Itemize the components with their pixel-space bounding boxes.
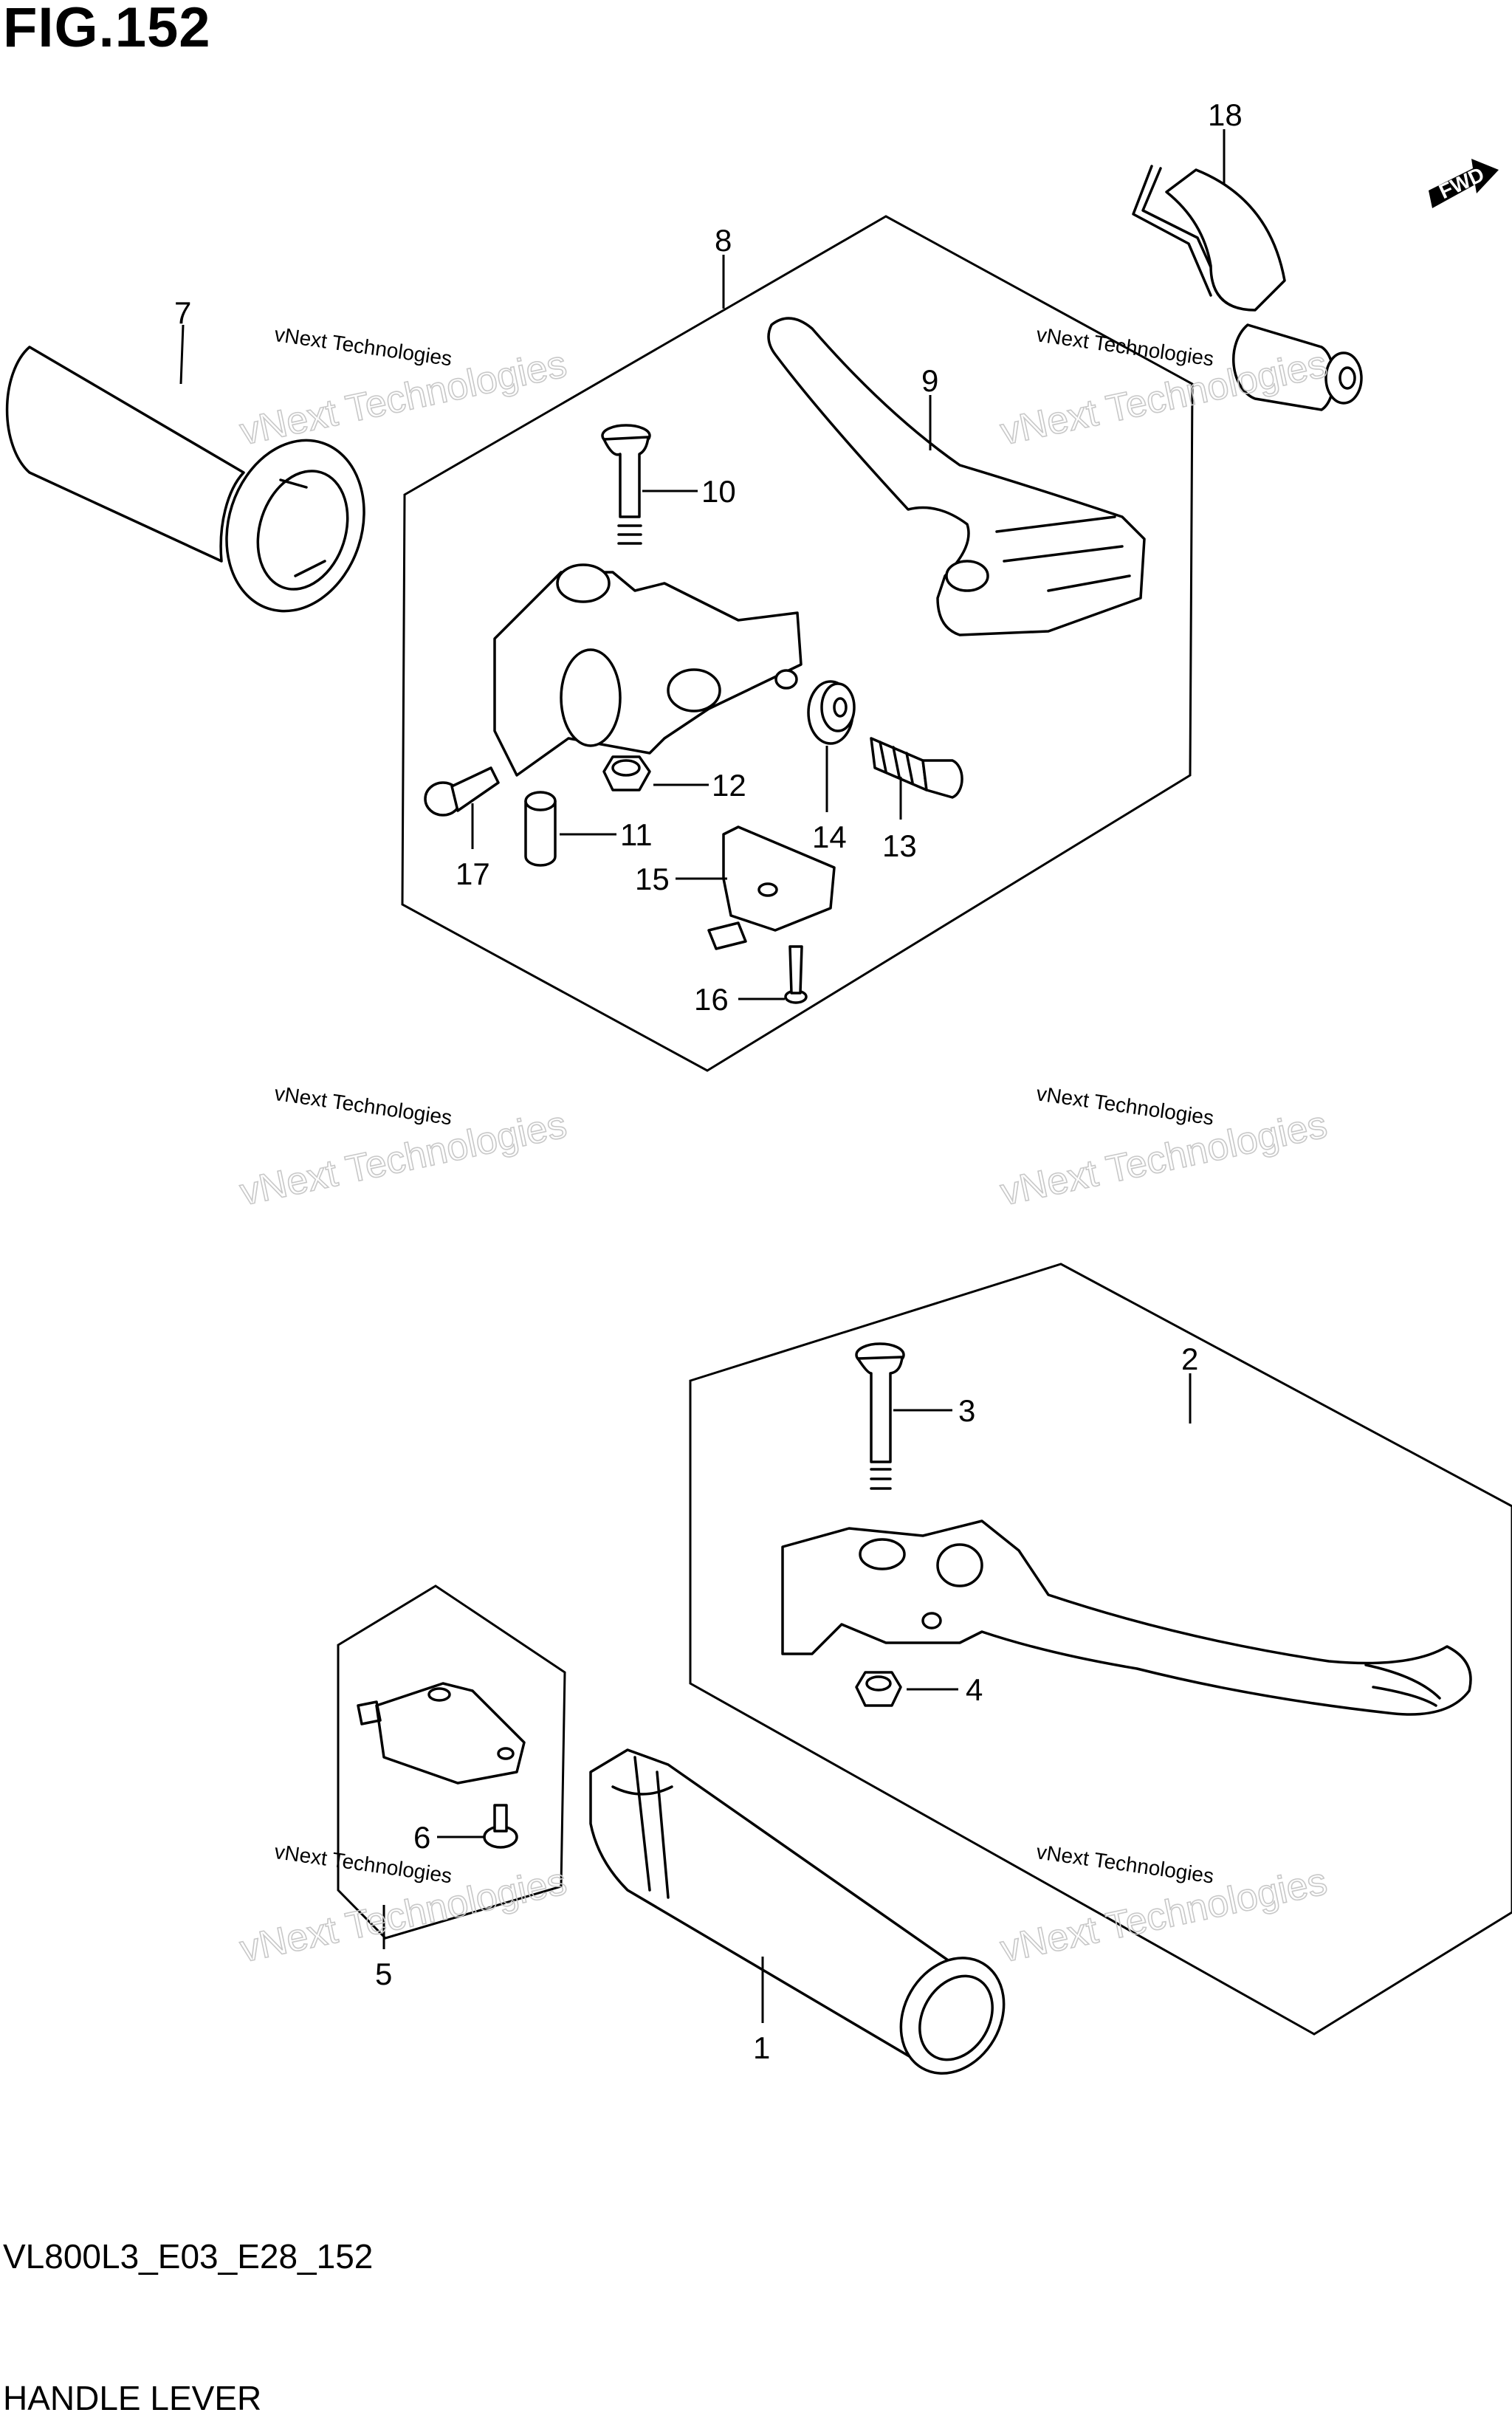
watermark-bottom-right: vNext Technologies vNext Technologies bbox=[996, 1840, 1331, 1971]
part-1-grip bbox=[589, 1748, 1006, 2075]
callout-14: 14 bbox=[812, 820, 847, 854]
part-10-bolt bbox=[601, 424, 651, 545]
lever-holder bbox=[493, 563, 803, 777]
callout-1: 1 bbox=[753, 2030, 770, 2065]
part-6-screw bbox=[483, 1804, 518, 1849]
svg-text:vNext Technologies: vNext Technologies bbox=[1035, 1082, 1215, 1129]
watermark-bottom-left: vNext Technologies vNext Technologies bbox=[236, 1840, 571, 1971]
callout-8: 8 bbox=[715, 223, 732, 258]
watermark-mid-left: vNext Technologies vNext Technologies bbox=[236, 1082, 571, 1215]
part-9-lever bbox=[767, 317, 1146, 636]
fwd-label: FWD bbox=[1435, 162, 1488, 203]
figure-code: VL800L3_E03_E28_152 bbox=[3, 2237, 374, 2276]
part-4-nut bbox=[855, 1671, 902, 1707]
part-13-adjuster bbox=[870, 737, 963, 799]
callout-11: 11 bbox=[620, 817, 653, 852]
callout-17: 17 bbox=[456, 856, 490, 891]
callout-18: 18 bbox=[1208, 97, 1243, 132]
svg-text:vNext Technologies: vNext Technologies bbox=[273, 323, 453, 370]
fwd-arrow-icon: FWD bbox=[1429, 159, 1499, 208]
callout-5: 5 bbox=[375, 1957, 392, 1991]
callout-10: 10 bbox=[701, 474, 736, 509]
assembly-box-8 bbox=[401, 215, 1194, 1072]
part-18-cable bbox=[1132, 165, 1363, 411]
callout-numbers: 7 8 9 18 10 11 12 14 13 17 15 16 2 3 4 6… bbox=[174, 97, 1243, 2065]
assembly-box-2 bbox=[689, 1263, 1512, 2036]
part-11-collar bbox=[524, 791, 557, 867]
callout-16: 16 bbox=[694, 982, 729, 1017]
callout-13: 13 bbox=[882, 828, 917, 863]
svg-text:vNext Technologies: vNext Technologies bbox=[273, 1082, 453, 1129]
callout-4: 4 bbox=[966, 1672, 983, 1707]
part-16-screw bbox=[784, 945, 808, 1004]
part-7-grip bbox=[5, 346, 365, 613]
callout-15: 15 bbox=[635, 862, 670, 896]
svg-text:vNext Technologies: vNext Technologies bbox=[1035, 323, 1215, 370]
leader-lines bbox=[179, 129, 1226, 2023]
part-14-dial bbox=[807, 680, 856, 745]
part-5-switch bbox=[357, 1682, 526, 1785]
figure-title: FIG.152 bbox=[3, 0, 211, 59]
svg-text:vNext Technologies: vNext Technologies bbox=[1035, 1840, 1215, 1887]
part-2-lever bbox=[781, 1519, 1472, 1716]
callout-7: 7 bbox=[174, 295, 191, 330]
callout-9: 9 bbox=[921, 363, 938, 398]
callout-2: 2 bbox=[1181, 1342, 1198, 1376]
watermark-mid-right: vNext Technologies vNext Technologies bbox=[996, 1082, 1331, 1215]
callout-12: 12 bbox=[712, 768, 746, 803]
part-3-bolt bbox=[855, 1342, 905, 1490]
part-12-nut bbox=[602, 755, 651, 791]
part-15-switch bbox=[707, 825, 836, 950]
callout-3: 3 bbox=[958, 1393, 975, 1428]
watermark-top-left: vNext Technologies vNext Technologies bbox=[236, 323, 571, 454]
assembly-box-5 bbox=[337, 1584, 566, 1940]
callout-6: 6 bbox=[413, 1820, 430, 1855]
figure-name: HANDLE LEVER bbox=[3, 2379, 262, 2417]
part-17-bolt bbox=[424, 766, 500, 817]
